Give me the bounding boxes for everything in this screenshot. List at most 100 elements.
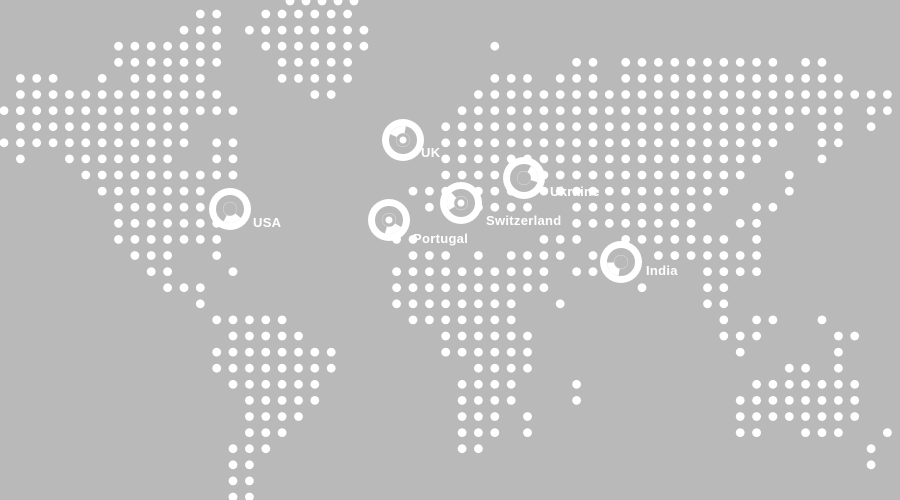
map-dot (474, 122, 483, 132)
map-dot (114, 122, 123, 132)
map-dot (834, 122, 843, 132)
map-dot (130, 122, 140, 132)
map-dot (163, 41, 173, 51)
map-dot (81, 138, 91, 148)
map-dot (245, 396, 254, 405)
map-dot (539, 154, 549, 164)
map-dot (0, 106, 9, 115)
map-dot (735, 122, 745, 132)
map-dot (703, 74, 712, 83)
map-dot (735, 267, 745, 276)
map-dot (408, 251, 418, 260)
map-marker-switzerland (440, 182, 482, 224)
map-dot (866, 106, 876, 115)
map-dot (261, 9, 271, 19)
map-dot (572, 106, 581, 115)
map-dot (506, 106, 516, 115)
map-dot (752, 106, 761, 115)
map-dot (588, 154, 598, 164)
map-dot (212, 90, 222, 99)
map-dot (719, 90, 729, 99)
map-dot (735, 396, 745, 405)
map-dot (212, 41, 222, 51)
map-dot (834, 363, 843, 373)
map-dot (245, 476, 254, 486)
map-dot (457, 154, 467, 164)
map-dot (163, 283, 173, 293)
map-dot (752, 202, 761, 212)
map-dot (801, 412, 810, 421)
map-dot (195, 218, 205, 228)
map-dot (539, 90, 549, 99)
map-dot (637, 283, 647, 293)
map-dot (326, 41, 336, 51)
map-dot (883, 90, 892, 99)
map-dot (539, 267, 549, 276)
map-dot (474, 138, 483, 148)
map-dot (261, 444, 271, 454)
map-dot (359, 25, 369, 35)
map-dot (572, 267, 581, 276)
map-dot (441, 299, 451, 309)
map-dot (16, 138, 25, 148)
map-dot (474, 90, 483, 99)
map-dot (735, 218, 745, 228)
map-dot (703, 57, 712, 67)
map-dot (146, 41, 156, 51)
map-dot (277, 331, 287, 341)
map-dot (834, 379, 843, 389)
map-dot (670, 170, 680, 180)
map-dot (703, 235, 712, 244)
map-dot (490, 74, 500, 83)
map-dot (163, 154, 173, 164)
map-dot (834, 347, 843, 357)
map-dot (490, 170, 500, 180)
map-dot (65, 122, 74, 132)
map-dot (349, 0, 359, 6)
map-dot (588, 57, 598, 67)
map-dot (555, 299, 565, 309)
map-dot (686, 138, 696, 148)
map-dot (97, 90, 107, 99)
map-dot (195, 74, 205, 83)
marker-inner-icon (223, 202, 237, 216)
map-dot (752, 235, 761, 244)
map-dot (310, 9, 320, 19)
map-dot (317, 0, 327, 6)
map-dot (114, 41, 123, 51)
marker-center-dot-icon (385, 216, 393, 224)
map-dot (670, 138, 680, 148)
map-dot (490, 299, 500, 309)
map-dot (114, 202, 123, 212)
map-dot (654, 235, 663, 244)
map-dot (670, 251, 680, 260)
map-dot (555, 235, 565, 244)
map-dot (817, 122, 827, 132)
map-dot (817, 57, 827, 67)
map-dot (834, 74, 843, 83)
map-dot (735, 251, 745, 260)
map-dot (654, 122, 663, 132)
map-dot (474, 170, 483, 180)
map-dot (654, 186, 663, 196)
map-dot (326, 25, 336, 35)
map-dot (490, 106, 500, 115)
map-dot (621, 57, 631, 67)
map-dot (604, 138, 614, 148)
map-dot (277, 57, 287, 67)
map-dot (195, 41, 205, 51)
map-dot (474, 428, 483, 437)
map-dot (425, 202, 434, 212)
map-dot (277, 412, 287, 421)
map-dot (294, 396, 303, 405)
map-dot (457, 315, 467, 325)
map-dot (408, 283, 418, 293)
map-dot (506, 90, 516, 99)
map-dot (228, 331, 238, 341)
map-dot (343, 9, 352, 19)
marker-label-ukraine: Ukraine (550, 184, 600, 199)
map-dot (392, 283, 401, 293)
map-dot (555, 154, 565, 164)
